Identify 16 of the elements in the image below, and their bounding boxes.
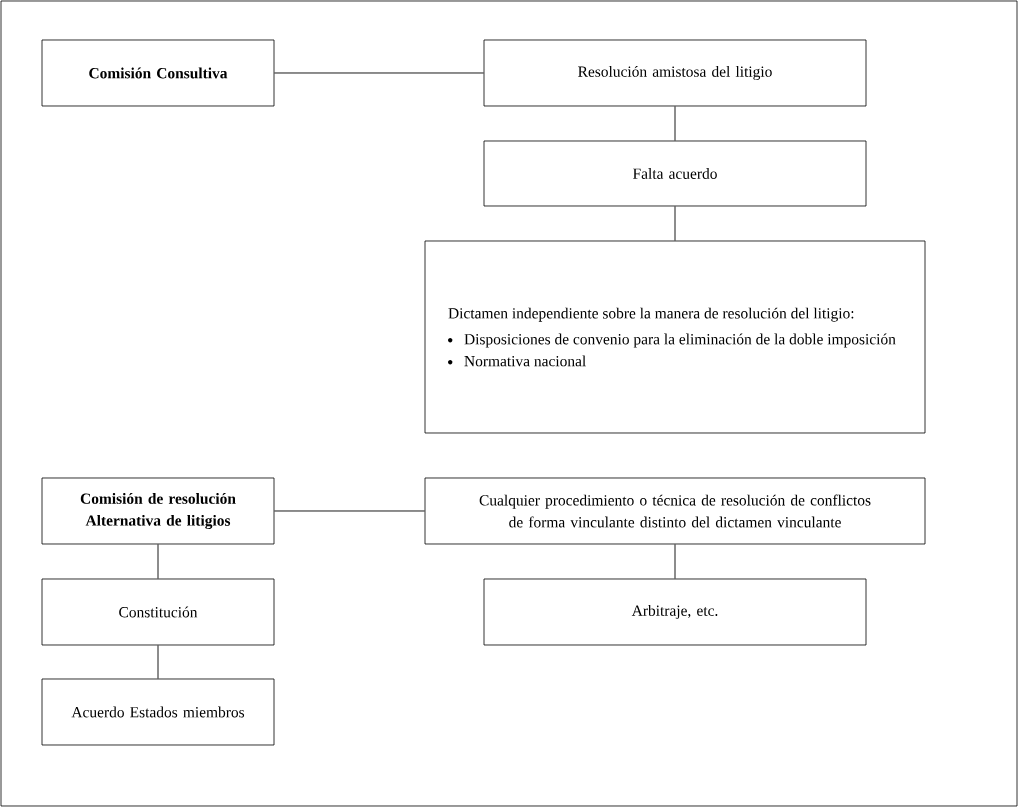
process-box: Acuerdo Estados miembros <box>41 678 275 746</box>
process-box: Resolución amistosa del litigio <box>483 39 867 107</box>
connector-line <box>674 543 676 580</box>
committee-box: Comisión de resolución Alternativa de litigios <box>41 477 275 545</box>
process-box: Arbitraje, etc. <box>483 578 867 646</box>
process-box: Dictamen independiente sobre la manera de resolución del litigio: Disposiciones de convenio para la eliminación de la doble imposición Normativa nacional <box>424 240 926 434</box>
committee-box: Comisión Consultiva <box>41 39 275 107</box>
connector-line <box>674 105 676 142</box>
process-box: Cualquier procedimiento o técnica de resolución de conflictos de forma vinculante distinto del dictamen vinculante <box>424 477 926 545</box>
connector-line <box>157 543 159 580</box>
process-box: Falta acuerdo <box>483 140 867 207</box>
connector-line <box>273 510 426 512</box>
connector-line <box>273 72 485 74</box>
connector-line <box>674 205 676 242</box>
connector-line <box>157 644 159 680</box>
process-box: Constitución <box>41 578 275 646</box>
